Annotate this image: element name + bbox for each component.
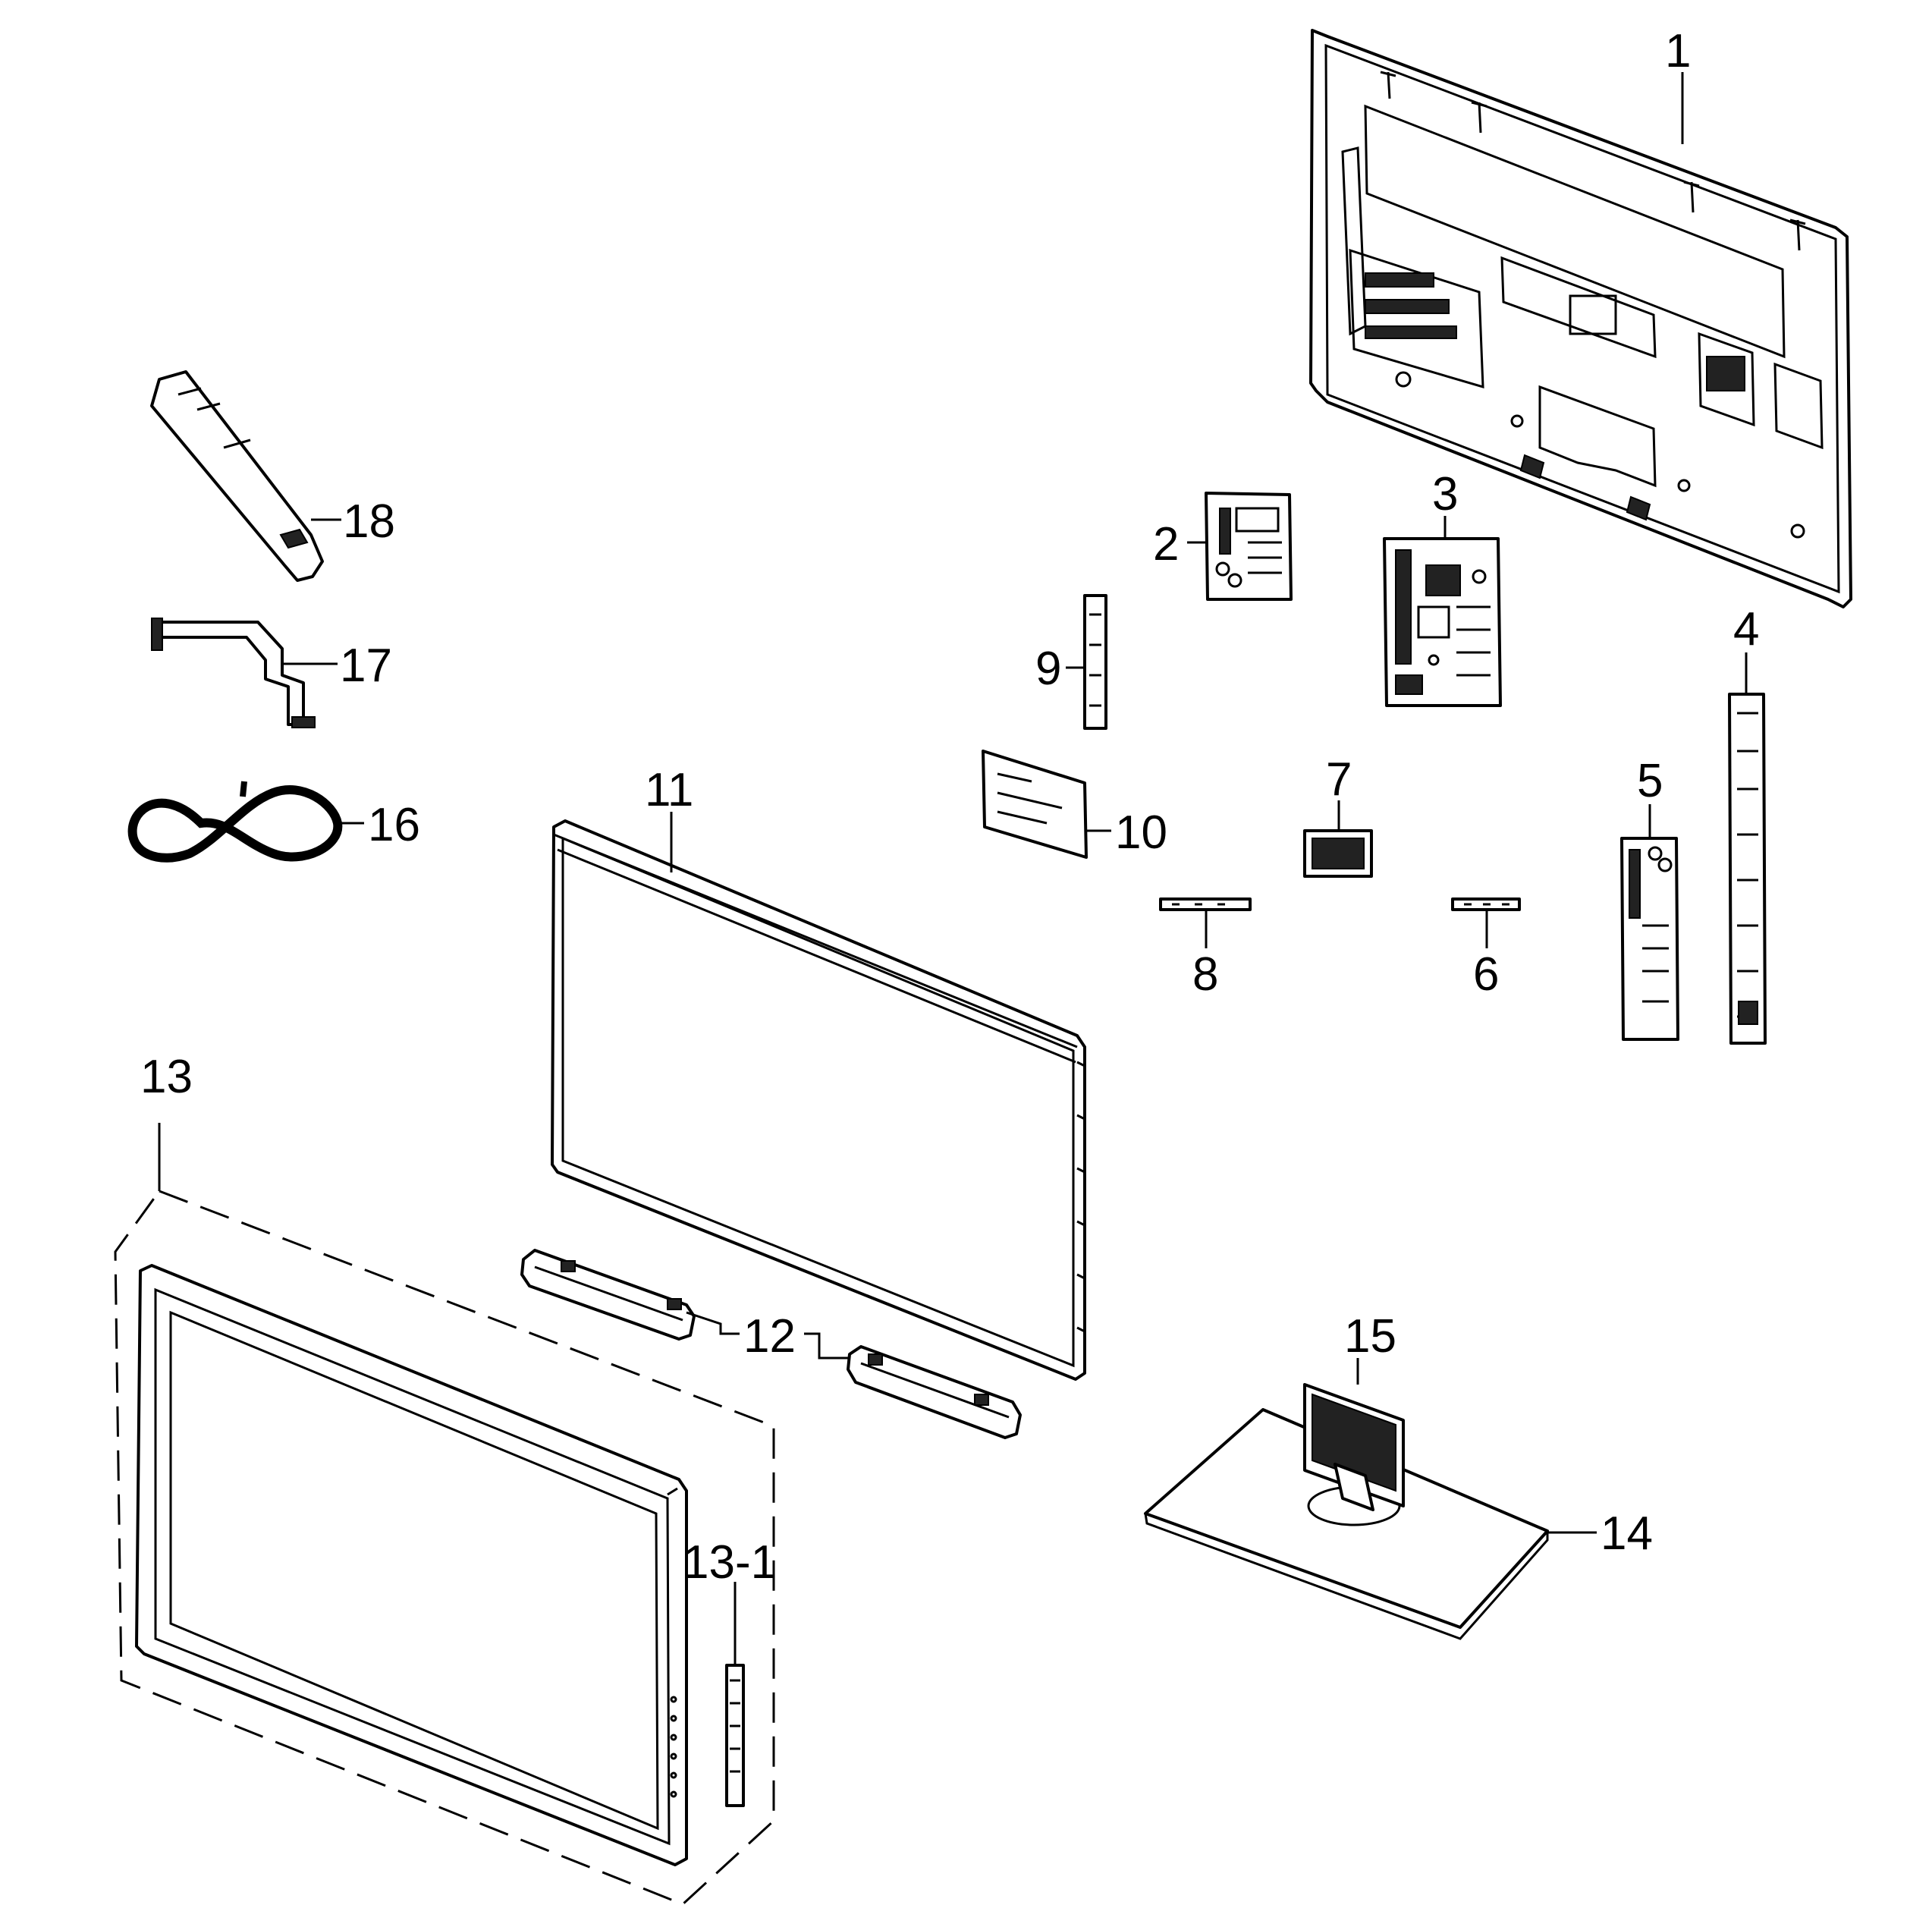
callout-labels: 1 2 3 4 5 6 7 8 9 10 11 12 13 13-1 14 15… — [140, 25, 1759, 1589]
part-15-stand-neck — [1303, 1383, 1405, 1511]
callout-9: 9 — [1035, 643, 1061, 695]
callout-2: 2 — [1153, 518, 1179, 571]
part-1-rear-cover — [1309, 29, 1852, 608]
part-16-power-cord — [127, 781, 343, 863]
callout-5: 5 — [1637, 755, 1663, 807]
callout-16: 16 — [368, 799, 420, 851]
part-11-panel — [551, 819, 1086, 1381]
callout-14: 14 — [1601, 1507, 1653, 1560]
part-17-flat-cable — [151, 618, 316, 728]
part-8-strip — [1159, 897, 1252, 911]
part-13-1-key-strip — [725, 1664, 745, 1807]
callout-3: 3 — [1432, 468, 1458, 520]
callout-6: 6 — [1473, 948, 1499, 1001]
part-6-strip — [1451, 897, 1521, 911]
part-13-front-bezel — [114, 1123, 775, 1905]
callout-10: 10 — [1115, 806, 1167, 859]
callout-8: 8 — [1192, 948, 1218, 1001]
callout-7: 7 — [1326, 753, 1352, 806]
part-4-long-board — [1728, 693, 1767, 1045]
callout-4: 4 — [1733, 603, 1759, 655]
part-18-remote-control — [150, 370, 324, 582]
leader-12a — [686, 1311, 740, 1335]
leader-12b — [804, 1332, 850, 1360]
callout-17: 17 — [340, 640, 392, 692]
callout-12: 12 — [743, 1310, 796, 1363]
part-12-speakers — [520, 1249, 1022, 1439]
part-10-card — [982, 750, 1088, 859]
part-2-pcb — [1205, 492, 1293, 601]
callout-11: 11 — [645, 764, 693, 816]
callout-18: 18 — [343, 495, 395, 548]
part-3-main-board — [1383, 537, 1502, 707]
callout-13: 13 — [140, 1051, 193, 1103]
callout-13-1: 13-1 — [683, 1536, 777, 1589]
part-9-narrow-board — [1083, 594, 1107, 730]
callout-1: 1 — [1665, 25, 1691, 77]
callout-15: 15 — [1344, 1310, 1396, 1363]
part-5-board — [1620, 837, 1679, 1041]
leader-lines — [282, 72, 1748, 1665]
part-7-module — [1303, 829, 1373, 878]
